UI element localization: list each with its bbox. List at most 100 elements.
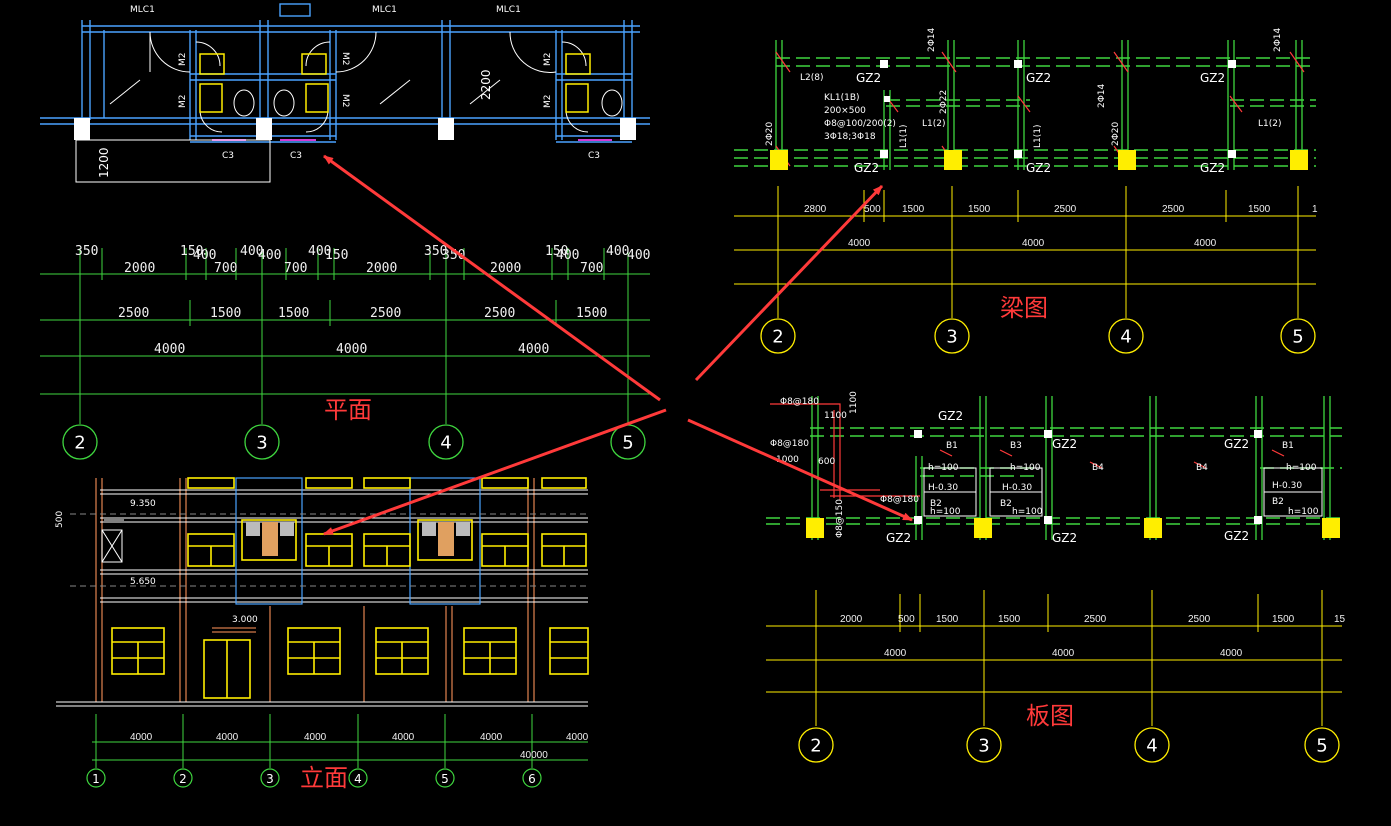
slab-col-label: GZ2 [1224, 437, 1249, 451]
plan-green-dims [40, 248, 650, 424]
elevation-dim: 4000 [392, 732, 415, 743]
plan-dim: 2000 [490, 261, 521, 276]
slab-elev-label: H-0.30 [1272, 481, 1302, 491]
elevation-level: 9.350 [130, 499, 156, 509]
plan-dim: 400 [240, 244, 263, 259]
beam-dim: 4000 [1022, 238, 1045, 249]
slab-label: B1 [946, 441, 958, 451]
slab-rebar: Φ8@180 [780, 397, 819, 407]
elevation-green-dims [92, 714, 588, 768]
slab-col-label: GZ2 [1052, 531, 1077, 545]
plan-columns [74, 118, 636, 140]
slab-yellow-dims [766, 590, 1342, 726]
plan-dim: 4000 [154, 342, 185, 357]
plan-view: 350 150 400 400 400 400 150 350 350 150 … [40, 3, 650, 460]
plan-dim: 2500 [118, 306, 149, 321]
beam-col-label: GZ2 [856, 71, 881, 85]
plan-axis-bubble [244, 424, 280, 460]
plan-dim: 2500 [484, 306, 515, 321]
beam-rebar: 2Φ14 [927, 27, 937, 52]
elevation-axis-bubble [522, 768, 542, 788]
slab-axis-bubble [1134, 727, 1170, 763]
slab-rebar: 1000 [776, 455, 799, 465]
plan-dim: 400 [606, 244, 629, 259]
slab-dim: 1500 [1272, 614, 1295, 625]
plan-axis-bubbles [62, 424, 646, 460]
beam-col-label: GZ2 [1200, 161, 1225, 175]
beam-axis-label: 4 [1120, 327, 1131, 348]
elevation-level: 3.000 [232, 615, 258, 625]
slab-axis-bubble [798, 727, 834, 763]
beam-dim: 1500 [1248, 204, 1271, 215]
slab-axis-bubble [1304, 727, 1340, 763]
beam-label: L1(1) [899, 125, 909, 149]
plan-dim: 150 [180, 244, 203, 259]
slab-label: B4 [1196, 463, 1208, 473]
beam-axis-label: 2 [772, 327, 783, 348]
plan-door-label: M2 [178, 53, 188, 67]
plan-dim: 350 [424, 244, 447, 259]
beam-rebar: 2Φ14 [1097, 83, 1107, 108]
slab-dim: 500 [898, 614, 915, 625]
slab-axis-label: 2 [810, 736, 821, 757]
beam-dim: 1500 [968, 204, 991, 215]
beam-label: L1(2) [1258, 119, 1282, 129]
slab-dim: 4000 [1220, 648, 1243, 659]
plan-vertical-dim: 2200 [479, 69, 493, 100]
slab-dim: 15 [1334, 614, 1346, 625]
beam-axis-label: 3 [946, 327, 957, 348]
slab-label: B1 [1282, 441, 1294, 451]
beam-axis-bubbles [760, 318, 1316, 354]
slab-col-label: GZ2 [938, 409, 963, 423]
plan-axis-label: 3 [256, 433, 267, 454]
beam-col-label: GZ2 [854, 161, 879, 175]
slab-dim: 4000 [884, 648, 907, 659]
elevation-dashed [70, 513, 588, 587]
beam-kl-line: 200×500 [824, 106, 866, 116]
beam-columns [770, 60, 1308, 170]
plan-axis-bubble [62, 424, 98, 460]
beam-caption: 梁图 [1000, 294, 1048, 322]
elevation-total-dim: 40000 [520, 750, 548, 761]
elevation-axis-bubble [348, 768, 368, 788]
plan-window-label: C3 [222, 151, 234, 161]
slab-rebar: Φ8@150 [835, 499, 845, 538]
plan-dim-text: 350 150 400 400 400 400 150 350 350 150 … [75, 5, 650, 357]
plan-dim: 400 [258, 248, 281, 263]
slab-dim: 4000 [1052, 648, 1075, 659]
slab-label: B2 [1272, 497, 1284, 507]
beam-rebar: 2Φ20 [1111, 121, 1121, 146]
slab-dim: 2000 [840, 614, 863, 625]
beam-label: L1(2) [922, 119, 946, 129]
slab-dim: 2500 [1188, 614, 1211, 625]
plan-dim: 700 [214, 261, 237, 276]
plan-dim: 400 [556, 248, 579, 263]
beam-kl-line: Φ8@100/200(2) [824, 119, 896, 129]
elevation-floor-lines [56, 489, 588, 707]
elevation-axis-label: 5 [441, 772, 449, 786]
plan-door-label: M2 [178, 95, 188, 109]
beam-dim: 4000 [1194, 238, 1217, 249]
beam-label: L2(8) [800, 73, 824, 83]
slab-label: B2 [1000, 499, 1012, 509]
slab-h-label: h=100 [1288, 507, 1319, 517]
slab-label: B3 [1010, 441, 1022, 451]
elevation-dim: 4000 [304, 732, 327, 743]
slab-h-label: h=100 [1010, 463, 1041, 473]
beam-dim: 500 [864, 204, 881, 215]
plan-top-label: MLC1 [130, 5, 155, 15]
plan-caption: 平面 [324, 396, 372, 424]
beam-col-label: GZ2 [1026, 71, 1051, 85]
plan-dim: 150 [545, 244, 568, 259]
slab-view: 2000 500 1500 1500 2500 2500 1500 15 400… [766, 391, 1346, 763]
plan-dim: 350 [442, 248, 465, 263]
beam-rebar: 2Φ22 [939, 90, 949, 114]
slab-rebar: Φ8@180 [770, 439, 809, 449]
beam-rebar: 2Φ14 [1273, 27, 1283, 52]
beam-label: L1(1) [1033, 125, 1043, 149]
plan-fixtures [109, 31, 623, 133]
beam-col-label: GZ2 [1200, 71, 1225, 85]
plan-door-label: M2 [340, 94, 350, 108]
arrow-to-slab [687, 418, 913, 522]
